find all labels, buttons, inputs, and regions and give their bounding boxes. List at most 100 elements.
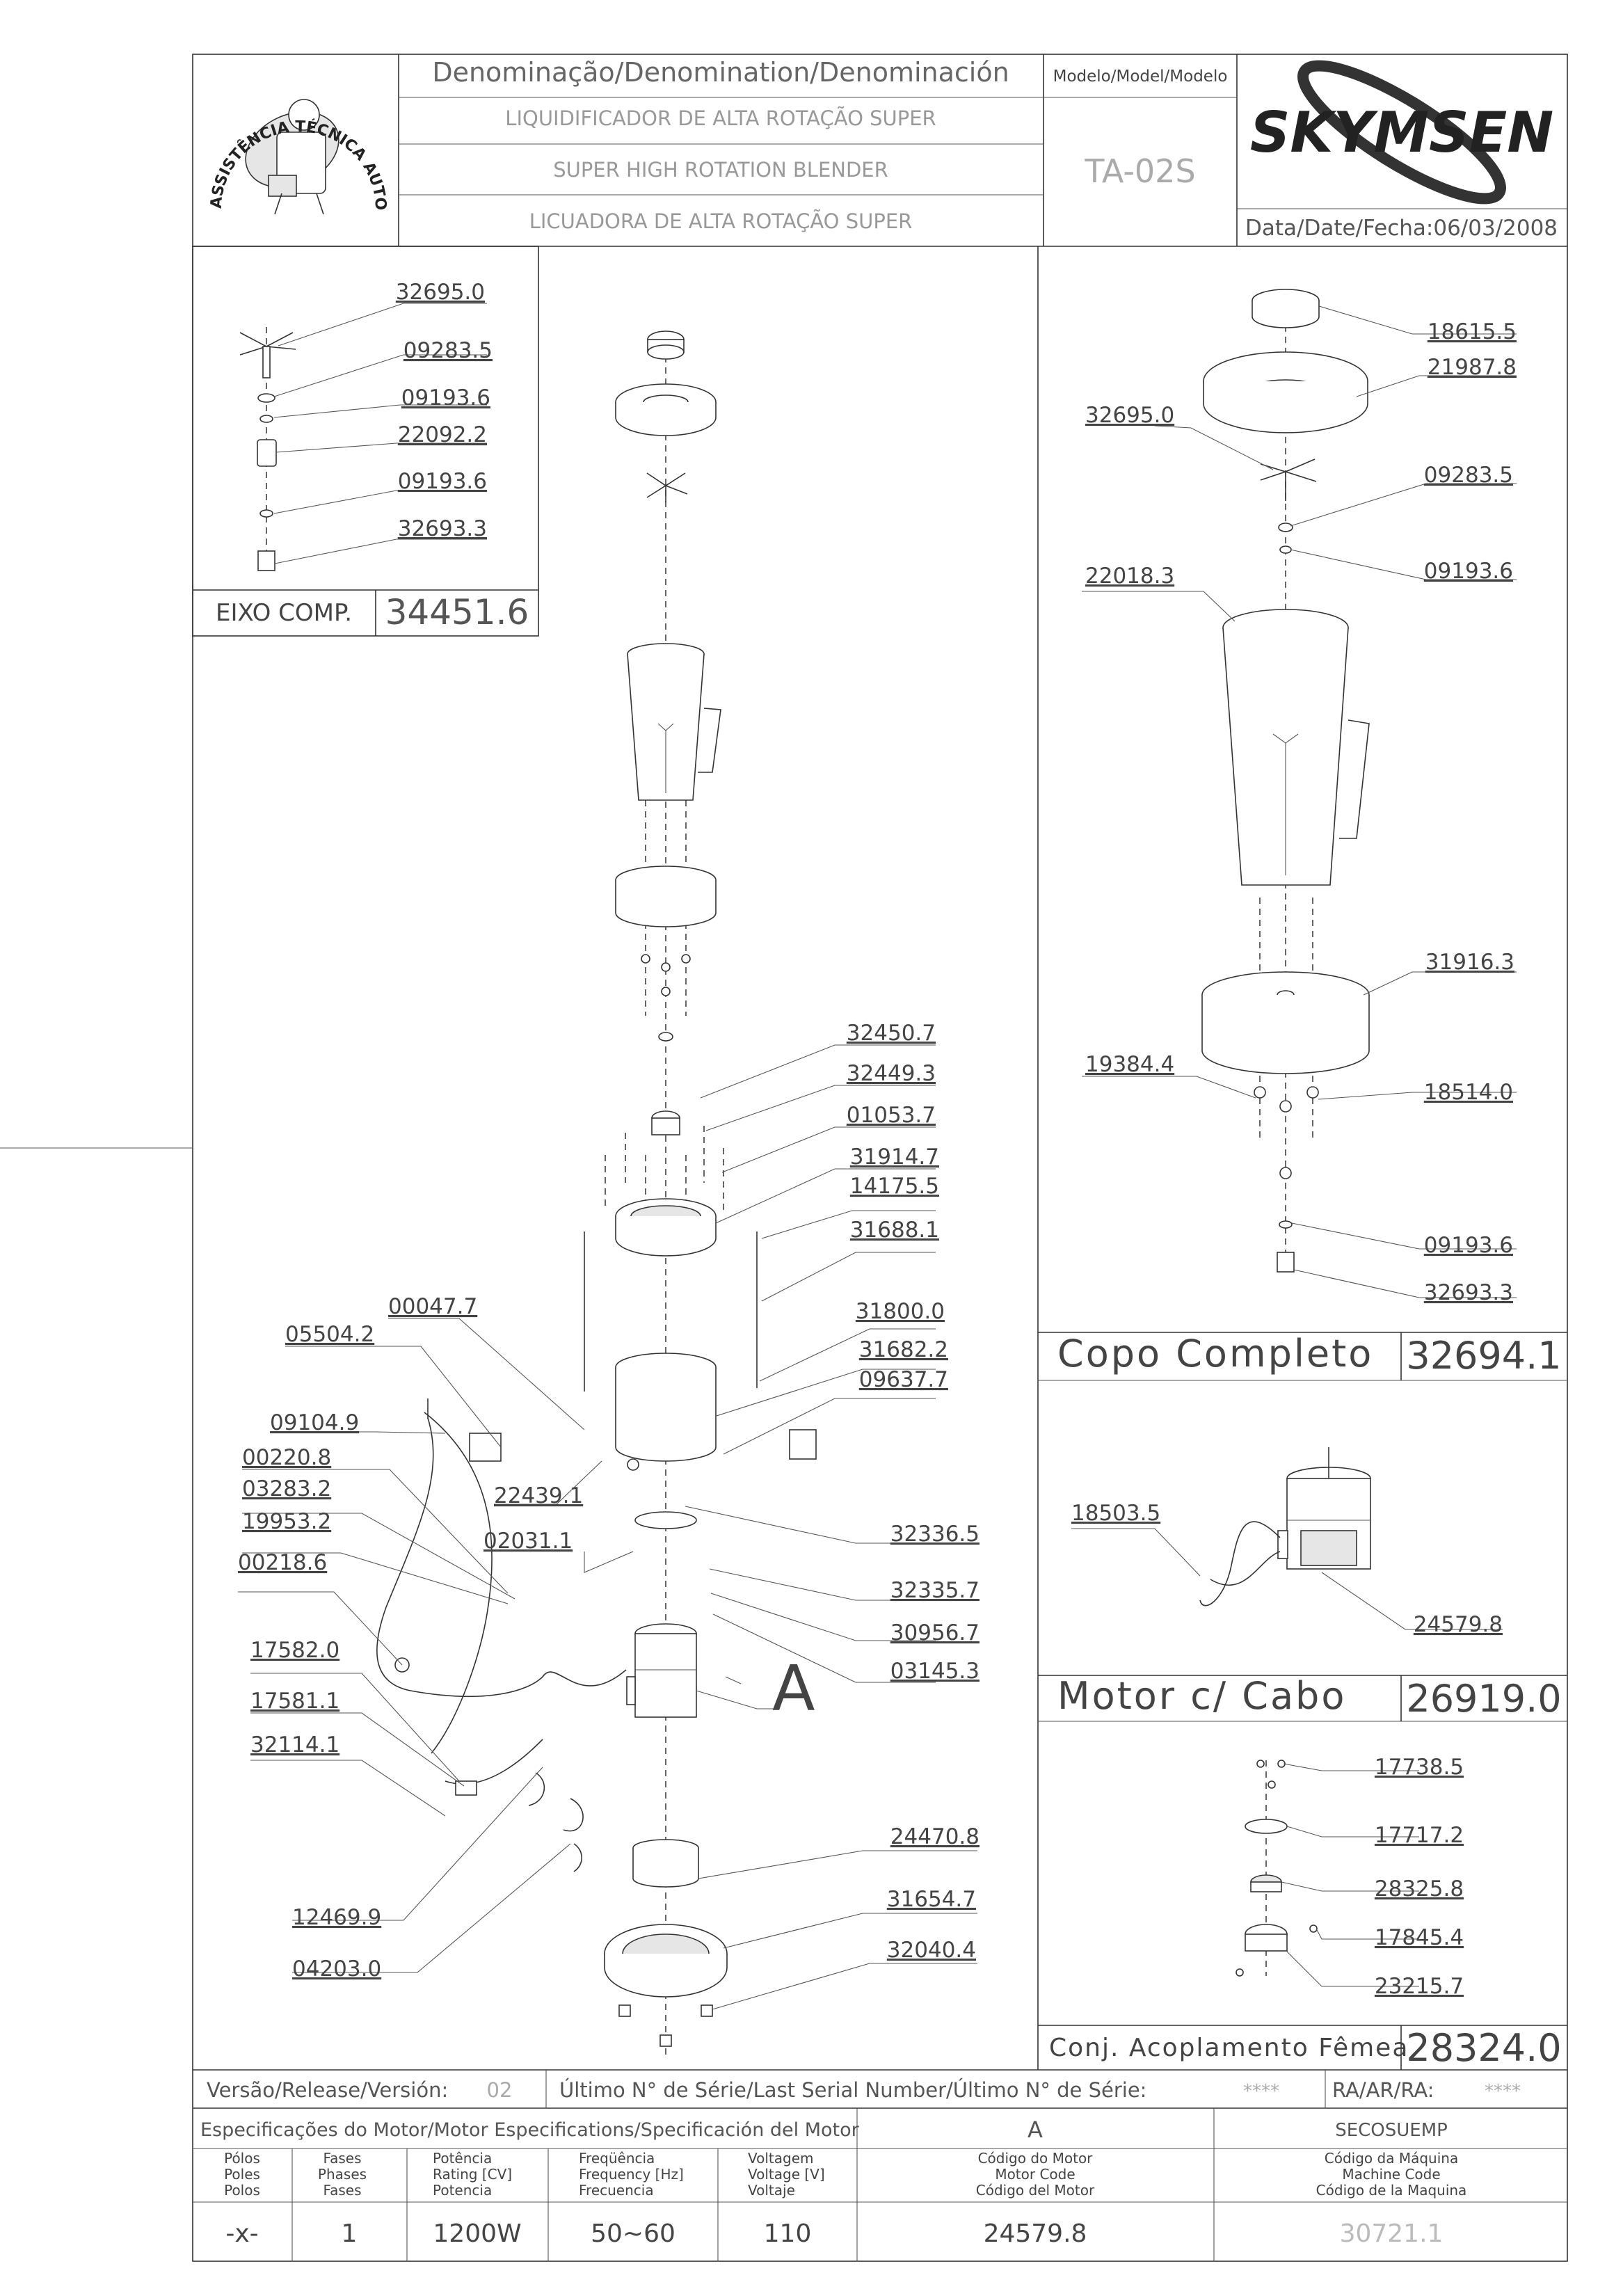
name-pt: LIQUIDIFICADOR DE ALTA ROTAÇÃO SUPER: [505, 106, 936, 130]
date-label: Data/Date/Fecha:: [1245, 216, 1433, 241]
spec-value-phases: 1: [342, 2219, 358, 2248]
cup-title: Copo Completo: [1057, 1332, 1373, 1376]
name-en: SUPER HIGH ROTATION BLENDER: [553, 158, 888, 182]
motor-callout-letter: A: [772, 1652, 815, 1725]
col-header-line: Frecuencia: [579, 2182, 654, 2199]
part-label: 09193.6: [401, 385, 490, 410]
part-label: 17717.2: [1375, 1823, 1464, 1848]
part-label: 32336.5: [890, 1522, 980, 1547]
col-header-line: Código del Motor: [976, 2182, 1095, 2199]
col-header-line: Rating [CV]: [433, 2166, 512, 2183]
spec-value-frequency: 50~60: [591, 2219, 675, 2248]
spec-value-machine-code: 30721.1: [1340, 2219, 1444, 2248]
motor-drawing: [1071, 1447, 1503, 1630]
part-label: 05504.2: [285, 1322, 374, 1347]
machine-ref: SECOSUEMP: [1335, 2120, 1448, 2141]
col-header-line: Polos: [224, 2182, 260, 2199]
part-label: 32040.4: [887, 1938, 976, 1963]
col-header-line: Código de la Maquina: [1316, 2182, 1467, 2199]
motor-title: Motor c/ Cabo: [1057, 1674, 1346, 1718]
name-es: LICUADORA DE ALTA ROTAÇÃO SUPER: [529, 209, 913, 233]
part-label: 18503.5: [1071, 1501, 1160, 1526]
col-header-line: Potencia: [433, 2182, 492, 2199]
part-label: 22092.2: [398, 422, 487, 447]
coupling-drawing: [1236, 1760, 1419, 1987]
left-logo: ASSISTÊNCIA TÉCNICA AUTORIZADA: [0, 0, 389, 215]
brand-logo: SKYMSEN: [1250, 60, 1553, 205]
part-label: 09193.6: [1424, 559, 1513, 584]
part-label: 18514.0: [1424, 1080, 1513, 1105]
part-label: 03145.3: [890, 1659, 980, 1684]
col-header-line: Phases: [318, 2166, 367, 2183]
model-value: TA-02S: [1084, 152, 1195, 190]
col-header-line: Fases: [323, 2182, 361, 2199]
ra-label: RA/AR/RA:: [1332, 2078, 1434, 2102]
part-label: 28325.8: [1375, 1876, 1464, 1902]
col-header-line: Voltagem: [748, 2150, 814, 2167]
logo-text: ASSISTÊNCIA TÉCNICA AUTORIZADA: [0, 0, 389, 211]
part-label: 09193.6: [1424, 1233, 1513, 1258]
part-label: 09193.6: [398, 469, 487, 494]
cup-code: 32694.1: [1406, 1334, 1561, 1378]
col-header-line: Freqüência: [579, 2150, 655, 2167]
part-label: 04203.0: [292, 1956, 381, 1982]
part-label: 03283.2: [242, 1476, 331, 1501]
part-label: 32695.0: [1085, 403, 1174, 428]
col-header-line: Machine Code: [1342, 2166, 1440, 2183]
coupling-code: 28324.0: [1406, 2026, 1561, 2070]
spec-value-rating: 1200W: [433, 2219, 521, 2248]
part-label: 02031.1: [483, 1529, 573, 1554]
part-label: 32335.7: [890, 1578, 980, 1603]
shaft-drawing: [239, 303, 487, 571]
part-label: 31682.2: [859, 1337, 948, 1362]
part-label: 24470.8: [890, 1824, 980, 1849]
col-header-line: Poles: [224, 2166, 260, 2183]
frame-lines: [0, 54, 1568, 2262]
part-label: 32450.7: [847, 1021, 936, 1046]
col-header-line: Código do Motor: [978, 2150, 1094, 2167]
col-header-line: Motor Code: [995, 2166, 1075, 2183]
part-label: 00220.8: [242, 1445, 331, 1470]
shaft-code: 34451.6: [385, 592, 529, 632]
version-label: Versão/Release/Versión:: [207, 2078, 448, 2102]
part-label: 32693.3: [398, 516, 487, 541]
col-header-line: Frequency [Hz]: [579, 2166, 684, 2183]
part-label: 31914.7: [850, 1145, 939, 1170]
part-label: 31654.7: [887, 1887, 976, 1912]
part-label: 17845.4: [1375, 1925, 1464, 1950]
col-header-line: Voltaje: [748, 2182, 795, 2199]
part-label: 17581.1: [250, 1689, 339, 1714]
denomination-label: Denominação/Denomination/Denominación: [432, 57, 1009, 88]
spec-letter: A: [1028, 2116, 1043, 2143]
part-label: 17582.0: [250, 1638, 339, 1663]
main-exploded-view: [238, 330, 977, 2059]
part-label: 30956.7: [890, 1620, 980, 1645]
col-header-line: Código da Máquina: [1325, 2150, 1458, 2167]
part-label: 23215.7: [1375, 1974, 1464, 1999]
col-header-line: Potência: [433, 2150, 492, 2167]
version-value: 02: [487, 2078, 513, 2102]
part-label: 24579.8: [1414, 1612, 1503, 1637]
part-label: 22018.3: [1085, 564, 1174, 589]
date-value: 06/03/2008: [1433, 216, 1558, 241]
spec-headers: Pólos Poles Polos Fases Phases Fases Pot…: [224, 2150, 1466, 2199]
part-label: 31800.0: [856, 1299, 945, 1324]
part-label: 32693.3: [1424, 1280, 1513, 1305]
part-label: 09637.7: [859, 1367, 948, 1392]
part-label: 19953.2: [242, 1509, 331, 1534]
cup-drawing: [1082, 289, 1517, 1298]
svg-text:Data/Date/Fecha:06/03/2008: Data/Date/Fecha:06/03/2008: [1245, 216, 1558, 241]
part-label: 22439.1: [494, 1483, 583, 1508]
col-header-line: Pólos: [224, 2150, 260, 2167]
part-label: 32695.0: [396, 280, 485, 305]
coupling-title: Conj. Acoplamento Fêmea: [1049, 2034, 1409, 2062]
svg-text:ASSISTÊNCIA TÉCNICA AUTORIZADA: ASSISTÊNCIA TÉCNICA AUTORIZADA: [0, 0, 389, 211]
spec-values: -x- 1 1200W 50~60 110 24579.8 30721.1: [225, 2219, 1443, 2248]
model-label: Modelo/Model/Modelo: [1053, 67, 1228, 86]
shaft-title: EIXO COMP.: [216, 599, 352, 627]
serial-value: ****: [1243, 2081, 1279, 2102]
part-label: 01053.7: [847, 1103, 936, 1128]
serial-label: Último N° de Série/Last Serial Number/Úl…: [559, 2078, 1146, 2102]
part-label: 21987.8: [1428, 355, 1517, 380]
